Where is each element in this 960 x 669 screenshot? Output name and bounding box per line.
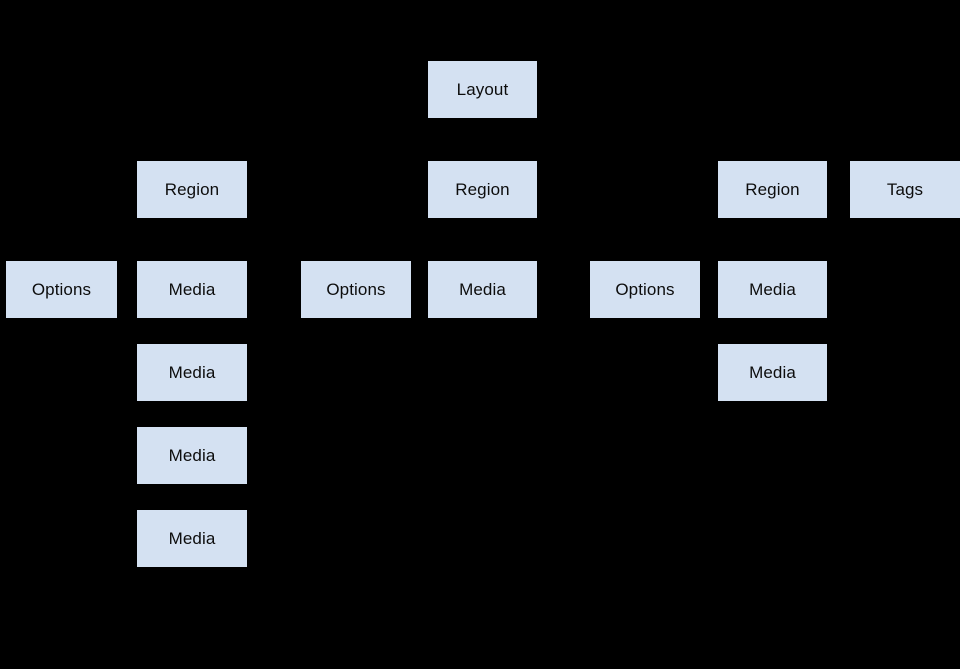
node-label: Layout (456, 80, 509, 99)
node-label: Options (326, 280, 386, 299)
node-media-3-1[interactable]: Media (718, 261, 827, 318)
node-label: Media (168, 280, 216, 299)
node-media-3-2[interactable]: Media (718, 344, 827, 401)
node-label: Region (745, 180, 800, 199)
node-layout[interactable]: Layout (428, 61, 537, 118)
node-label: Options (615, 280, 675, 299)
node-label: Region (455, 180, 510, 199)
node-label: Media (168, 529, 216, 548)
node-media-1-2[interactable]: Media (137, 344, 247, 401)
node-label: Media (749, 363, 796, 382)
node-region-1[interactable]: Region (137, 161, 247, 218)
node-label: Media (459, 280, 506, 299)
node-media-2-1[interactable]: Media (428, 261, 537, 318)
node-options-2[interactable]: Options (301, 261, 411, 318)
node-region-2[interactable]: Region (428, 161, 537, 218)
node-label: Options (31, 280, 92, 299)
node-label: Media (168, 363, 216, 382)
node-options-1[interactable]: Options (6, 261, 117, 318)
node-media-1-3[interactable]: Media (137, 427, 247, 484)
node-media-1-4[interactable]: Media (137, 510, 247, 567)
node-options-3[interactable]: Options (590, 261, 700, 318)
node-tags[interactable]: Tags (850, 161, 960, 218)
node-label: Media (168, 446, 216, 465)
node-label: Media (749, 280, 796, 299)
node-media-1-1[interactable]: Media (137, 261, 247, 318)
node-region-3[interactable]: Region (718, 161, 827, 218)
node-label: Tags (886, 180, 924, 199)
node-label: Region (164, 180, 220, 199)
